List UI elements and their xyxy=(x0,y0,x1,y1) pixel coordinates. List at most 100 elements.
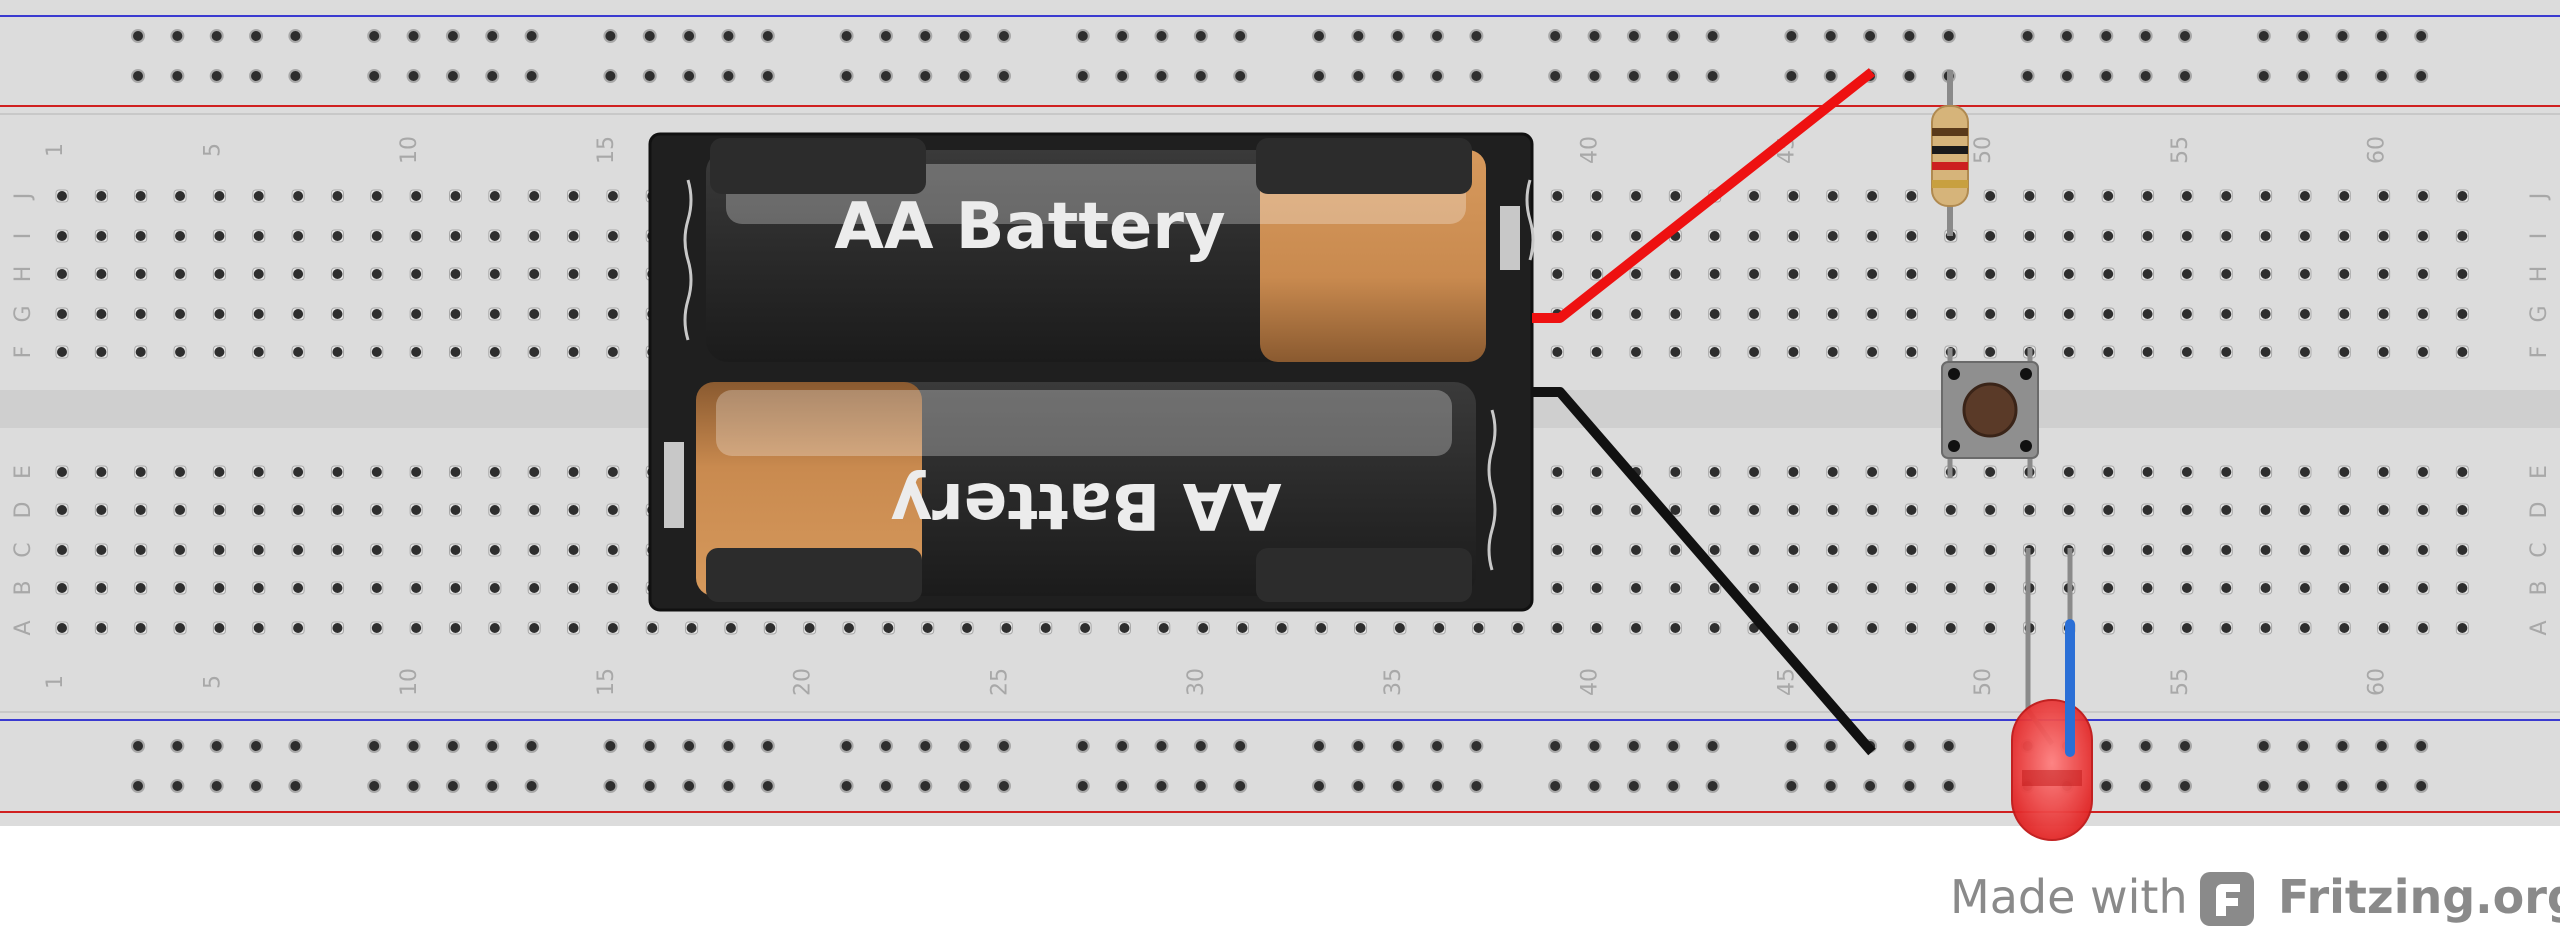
breadboard-hole-center xyxy=(332,309,343,319)
breadboard-hole-center xyxy=(411,191,422,201)
rail-hole xyxy=(603,69,618,83)
rail-hole xyxy=(2020,29,2035,43)
breadboard-hole-center xyxy=(1276,623,1287,633)
row-letter: C xyxy=(2527,542,2552,557)
battery-top-label: AA Battery xyxy=(834,190,1225,264)
breadboard-hole-center xyxy=(489,191,500,201)
breadboard-hole-center xyxy=(804,623,815,633)
breadboard-hole-center xyxy=(1749,545,1760,555)
breadboard-hole-center xyxy=(371,623,382,633)
breadboard-hole-center xyxy=(1749,347,1760,357)
breadboard-hole-center xyxy=(1985,309,1996,319)
breadboard-hole-center xyxy=(1709,583,1720,593)
row-letter: A xyxy=(2527,620,2552,635)
breadboard-hole-center xyxy=(175,505,186,515)
breadboard-hole-center xyxy=(2299,191,2310,201)
breadboard-hole-center xyxy=(2181,231,2192,241)
breadboard-hole-center xyxy=(57,545,67,555)
breadboard-hole-center xyxy=(2260,309,2271,319)
breadboard-hole-center xyxy=(607,191,618,201)
breadboard-hole-center xyxy=(96,269,107,279)
breadboard-hole-center xyxy=(1945,545,1956,555)
breadboard-hole-center xyxy=(2260,347,2271,357)
rail-hole xyxy=(760,69,775,83)
rail-hole xyxy=(2099,739,2114,753)
rail-hole xyxy=(2414,779,2429,793)
breadboard-hole-center xyxy=(568,583,579,593)
breadboard-hole-center xyxy=(2260,269,2271,279)
rail-hole xyxy=(1312,69,1326,83)
rail-hole xyxy=(1587,779,1602,793)
rail-hole xyxy=(2374,29,2389,43)
rail-hole xyxy=(1075,779,1090,793)
made-with-text: Made with xyxy=(1950,870,2188,924)
breadboard-hole-center xyxy=(607,309,618,319)
breadboard-hole-center xyxy=(1985,545,1996,555)
column-number: 60 xyxy=(2365,668,2390,696)
breadboard-hole-center xyxy=(568,545,579,555)
breadboard-hole-center xyxy=(2181,191,2192,201)
breadboard-hole-center xyxy=(214,623,225,633)
rail-hole xyxy=(682,29,697,43)
breadboard-hole-center xyxy=(411,583,422,593)
rail-hole xyxy=(1233,29,1248,43)
rail-hole xyxy=(1666,69,1681,83)
rail-hole xyxy=(1351,29,1366,43)
breadboard-hole-center xyxy=(2221,191,2232,201)
breadboard-hole-center xyxy=(135,309,146,319)
rail-hole xyxy=(2296,29,2311,43)
rail-hole xyxy=(1784,779,1799,793)
rail-hole xyxy=(367,69,382,83)
breadboard-hole-center xyxy=(1827,269,1838,279)
rail-hole xyxy=(209,29,224,43)
breadboard-hole-center xyxy=(175,309,186,319)
rail-hole xyxy=(1548,29,1563,43)
breadboard-hole-center xyxy=(371,269,382,279)
rail-hole xyxy=(1705,739,1720,753)
breadboard-hole-center xyxy=(2260,623,2271,633)
column-number: 60 xyxy=(2365,136,2390,164)
breadboard-hole-center xyxy=(57,309,67,319)
column-number: 40 xyxy=(1578,136,1603,164)
rail-hole xyxy=(1469,739,1484,753)
breadboard-hole-center xyxy=(332,583,343,593)
breadboard-hole-center xyxy=(2181,583,2192,593)
rail-hole xyxy=(682,739,697,753)
column-number: 1 xyxy=(43,675,68,689)
breadboard-hole-center xyxy=(1985,269,1996,279)
rail-hole xyxy=(918,69,933,83)
breadboard-hole-center xyxy=(253,309,264,319)
rail-hole xyxy=(721,739,736,753)
rail-hole xyxy=(485,739,500,753)
breadboard-hole-center xyxy=(607,269,618,279)
breadboard-hole-center xyxy=(411,623,422,633)
breadboard-hole-center xyxy=(489,231,500,241)
row-letter: C xyxy=(11,542,36,557)
breadboard-hole-center xyxy=(2221,467,2232,477)
rail-hole xyxy=(249,779,264,793)
breadboard-hole-center xyxy=(607,231,618,241)
breadboard-hole-center xyxy=(2181,309,2192,319)
breadboard-hole-center xyxy=(332,269,343,279)
row-letter: I xyxy=(11,233,36,240)
rail-hole xyxy=(485,69,500,83)
breadboard-hole-center xyxy=(293,505,304,515)
breadboard-hole-center xyxy=(1552,583,1563,593)
rail-hole xyxy=(682,69,697,83)
breadboard-hole-center xyxy=(489,269,500,279)
column-number: 10 xyxy=(397,668,422,696)
breadboard-hole-center xyxy=(1788,623,1799,633)
rail-hole xyxy=(1548,69,1563,83)
breadboard-hole-center xyxy=(253,583,264,593)
breadboard-hole-center xyxy=(529,583,540,593)
breadboard-hole-center xyxy=(2142,623,2153,633)
column-number: 5 xyxy=(200,143,225,157)
breadboard-hole-center xyxy=(1945,623,1956,633)
breadboard-hole-center xyxy=(175,467,186,477)
breadboard-hole-center xyxy=(371,309,382,319)
breadboard-hole-center xyxy=(1749,231,1760,241)
breadboard-hole-center xyxy=(1670,545,1681,555)
rail-hole xyxy=(170,29,185,43)
breadboard-hole-center xyxy=(253,231,264,241)
breadboard-hole-center xyxy=(1788,545,1799,555)
